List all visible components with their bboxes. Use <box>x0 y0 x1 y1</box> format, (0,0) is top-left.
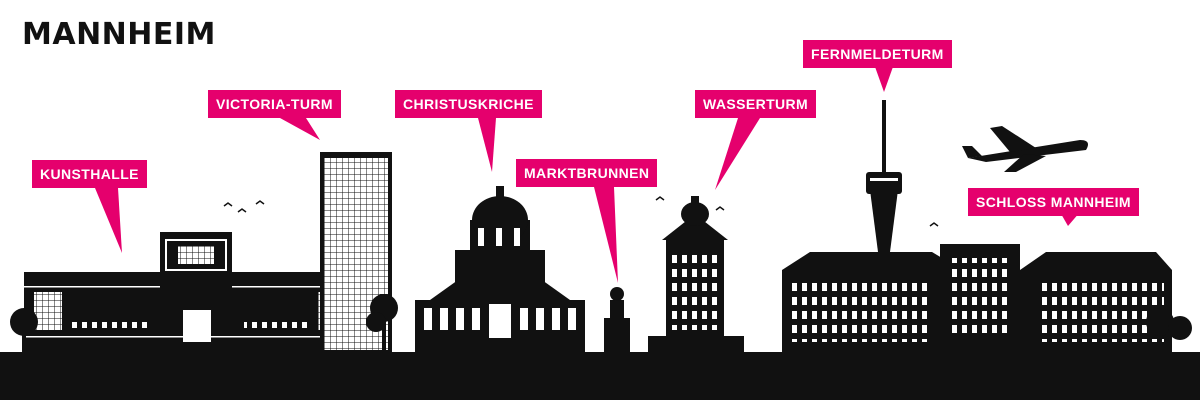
airplane-icon <box>962 126 1088 172</box>
christuskirche-building <box>415 186 585 354</box>
callout-pointers <box>95 64 1080 283</box>
schloss-mannheim-building <box>782 244 1172 354</box>
label-christuskriche: CHRISTUSKRICHE <box>395 90 542 118</box>
page-title: MANNHEIM <box>22 17 216 52</box>
tree-icon <box>10 294 1192 354</box>
label-fernmeldeturm: FERNMELDETURM <box>803 40 952 68</box>
fernmeldeturm-tower <box>866 100 902 252</box>
label-marktbrunnen: MARKTBRUNNEN <box>516 159 658 187</box>
kunsthalle-building <box>24 232 360 354</box>
wasserturm-building <box>648 196 744 354</box>
label-kunsthalle: KUNSTHALLE <box>32 160 147 188</box>
ground <box>0 352 1200 400</box>
bird-icon <box>223 196 939 227</box>
label-wasserturm: WASSERTURM <box>695 90 817 118</box>
label-schloss-mannheim: SCHLOSS MANNHEIM <box>968 188 1139 216</box>
label-victoria-turm: VICTORIA-TURM <box>208 90 341 118</box>
marktbrunnen-monument <box>604 287 630 354</box>
